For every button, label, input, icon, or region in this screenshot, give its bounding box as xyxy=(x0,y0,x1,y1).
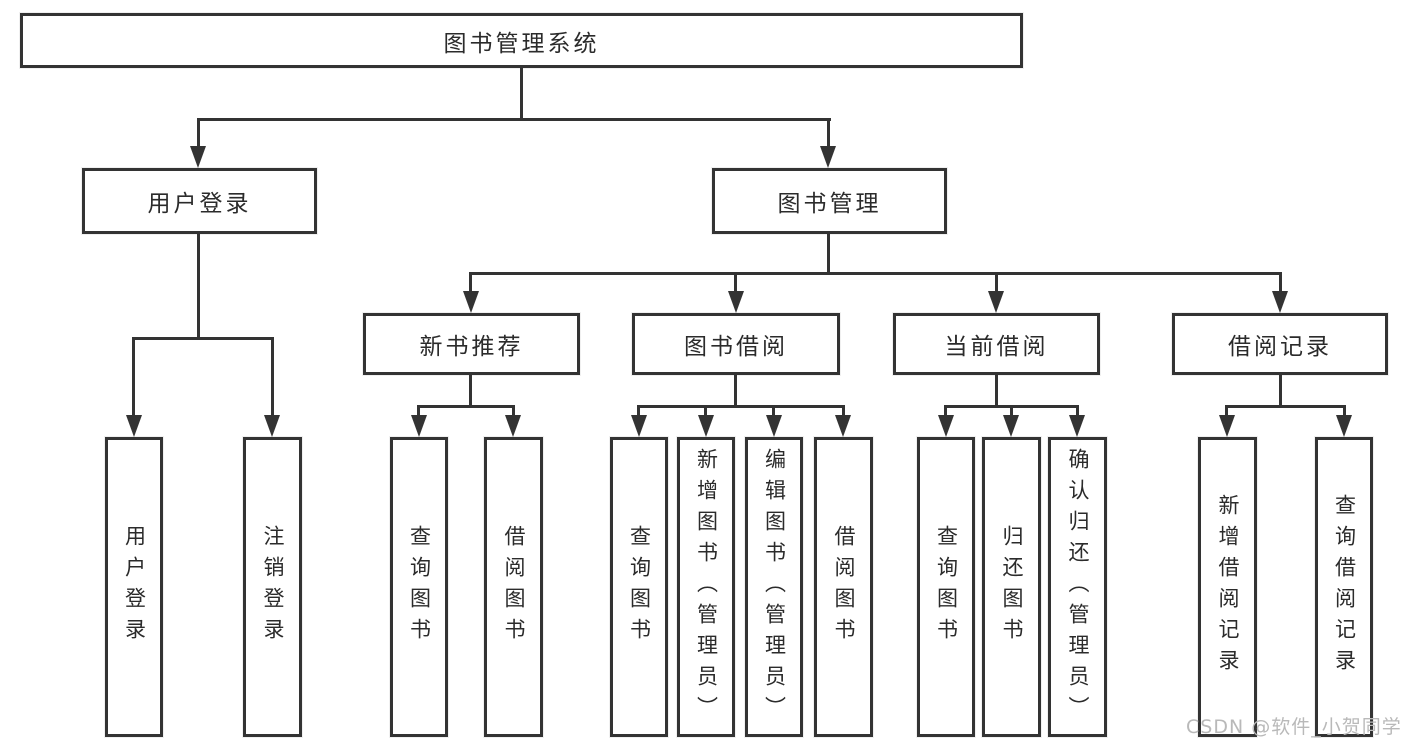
arrowhead-icon xyxy=(505,415,521,437)
leaf-add-book-admin-label: 新增图书（管理员） xyxy=(694,447,719,727)
connector-line xyxy=(512,405,515,417)
leaf-query-book-recommend-label: 查询图书 xyxy=(407,525,432,649)
connector-line xyxy=(271,337,274,417)
arrowhead-icon xyxy=(1069,415,1085,437)
connector-line xyxy=(1076,405,1079,417)
connector-line xyxy=(1010,405,1013,417)
connector-line xyxy=(637,405,640,417)
leaf-user-login-label: 用户登录 xyxy=(122,525,147,649)
connector-line xyxy=(417,405,515,408)
connector-line xyxy=(417,405,420,417)
leaf-query-book-borrowing-label: 查询图书 xyxy=(627,525,652,649)
node-current-borrowing-label: 当前借阅 xyxy=(944,334,1049,360)
node-current-borrowing: 当前借阅 xyxy=(893,313,1100,375)
arrowhead-icon xyxy=(1336,415,1352,437)
leaf-logout-label: 注销登录 xyxy=(261,525,285,649)
leaf-user-login: 用户登录 xyxy=(105,437,163,737)
connector-line xyxy=(1279,375,1282,408)
arrowhead-icon xyxy=(835,415,851,437)
connector-line xyxy=(469,272,472,293)
leaf-borrow-book-recommend: 借阅图书 xyxy=(484,437,543,737)
connector-line xyxy=(704,405,707,417)
leaf-borrow-book-label: 借阅图书 xyxy=(832,525,856,649)
leaf-query-book-recommend: 查询图书 xyxy=(390,437,448,737)
connector-line xyxy=(1279,272,1282,293)
leaf-confirm-return-admin-label: 确认归还（管理员） xyxy=(1066,447,1090,727)
connector-line xyxy=(132,337,274,340)
arrowhead-icon xyxy=(631,415,647,437)
connector-line xyxy=(520,68,523,121)
node-borrowing-records-label: 借阅记录 xyxy=(1228,334,1332,360)
arrowhead-icon xyxy=(126,415,142,437)
leaf-confirm-return-admin: 确认归还（管理员） xyxy=(1048,437,1107,737)
leaf-query-borrow-record-label: 查询借阅记录 xyxy=(1332,494,1357,680)
connector-line xyxy=(734,375,737,408)
arrowhead-icon xyxy=(938,415,954,437)
connector-line xyxy=(197,118,831,121)
connector-line xyxy=(827,118,830,148)
connector-line xyxy=(734,272,737,293)
node-root-label: 图书管理系统 xyxy=(443,30,600,57)
leaf-add-borrow-record-label: 新增借阅记录 xyxy=(1216,494,1240,680)
leaf-edit-book-admin-label: 编辑图书（管理员） xyxy=(762,447,787,727)
arrowhead-icon xyxy=(1003,415,1019,437)
connector-line xyxy=(197,118,200,148)
arrowhead-icon xyxy=(820,146,836,168)
leaf-logout: 注销登录 xyxy=(243,437,302,737)
connector-line xyxy=(995,272,998,293)
arrowhead-icon xyxy=(1272,291,1288,313)
leaf-borrow-book: 借阅图书 xyxy=(814,437,873,737)
connector-line xyxy=(842,405,845,417)
node-new-book-recommend-label: 新书推荐 xyxy=(419,334,524,360)
connector-line xyxy=(197,234,200,340)
connector-line xyxy=(469,272,1282,275)
connector-line xyxy=(827,234,830,275)
node-borrowing-records: 借阅记录 xyxy=(1172,313,1388,375)
leaf-edit-book-admin: 编辑图书（管理员） xyxy=(745,437,803,737)
leaf-return-book-label: 归还图书 xyxy=(1000,525,1024,649)
csdn-watermark: CSDN @软件_小贺同学 xyxy=(1186,716,1402,738)
node-new-book-recommend: 新书推荐 xyxy=(363,313,580,375)
leaf-query-book-current: 查询图书 xyxy=(917,437,975,737)
node-book-management-label: 图书管理 xyxy=(777,191,882,217)
connector-line xyxy=(1225,405,1228,417)
node-root: 图书管理系统 xyxy=(20,13,1023,68)
arrowhead-icon xyxy=(698,415,714,437)
arrowhead-icon xyxy=(264,415,280,437)
leaf-query-book-borrowing: 查询图书 xyxy=(610,437,668,737)
leaf-add-book-admin: 新增图书（管理员） xyxy=(677,437,735,737)
node-book-management: 图书管理 xyxy=(712,168,947,234)
connector-line xyxy=(1343,405,1346,417)
arrowhead-icon xyxy=(411,415,427,437)
leaf-borrow-book-recommend-label: 借阅图书 xyxy=(502,525,526,649)
node-user-login-label: 用户登录 xyxy=(147,191,252,217)
connector-line xyxy=(1225,405,1346,408)
arrowhead-icon xyxy=(728,291,744,313)
arrowhead-icon xyxy=(766,415,782,437)
connector-line xyxy=(132,337,135,417)
arrowhead-icon xyxy=(1219,415,1235,437)
connector-line xyxy=(944,405,947,417)
arrowhead-icon xyxy=(463,291,479,313)
leaf-query-book-current-label: 查询图书 xyxy=(934,525,959,649)
leaf-query-borrow-record: 查询借阅记录 xyxy=(1315,437,1373,737)
connector-line xyxy=(772,405,775,417)
connector-line xyxy=(995,375,998,408)
leaf-return-book: 归还图书 xyxy=(982,437,1041,737)
connector-line xyxy=(637,405,845,408)
arrowhead-icon xyxy=(988,291,1004,313)
node-book-borrowing-label: 图书借阅 xyxy=(684,334,788,360)
arrowhead-icon xyxy=(190,146,206,168)
node-user-login: 用户登录 xyxy=(82,168,317,234)
connector-line xyxy=(469,375,472,408)
node-book-borrowing: 图书借阅 xyxy=(632,313,840,375)
leaf-add-borrow-record: 新增借阅记录 xyxy=(1198,437,1257,737)
